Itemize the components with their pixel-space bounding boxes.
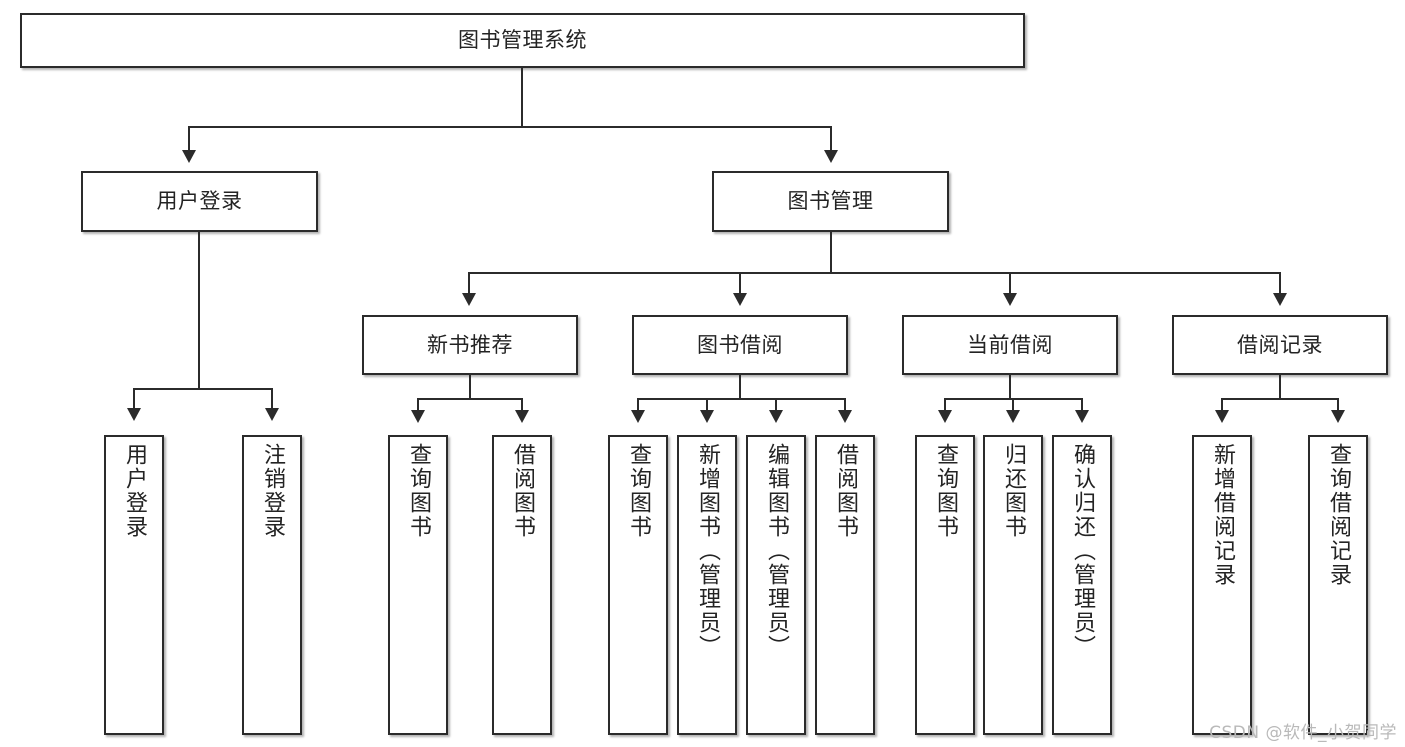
node-root[interactable]: 图书管理系统: [20, 13, 1025, 68]
node-current-borrow[interactable]: 当前借阅: [902, 315, 1118, 375]
arrowhead-bm-1: [462, 293, 476, 306]
leaf-bb-edit-book-label: 编辑图书（管理员）: [764, 443, 789, 659]
connector-root-to-user-login: [188, 126, 190, 153]
leaf-cb-return-book[interactable]: 归还图书: [983, 435, 1043, 735]
connector-ul-drop-2: [271, 388, 273, 410]
arrowhead-bb-3: [769, 410, 783, 423]
node-user-login[interactable]: 用户登录: [81, 171, 318, 232]
leaf-nb-borrow-book-label: 借阅图书: [510, 443, 535, 539]
watermark: CSDN @软件_小贺同学: [1209, 723, 1397, 743]
leaf-cb-return-book-label: 归还图书: [1001, 443, 1026, 539]
leaf-cb-query-book-label: 查询图书: [933, 443, 958, 539]
connector-bm-drop-2: [739, 272, 741, 295]
leaf-logout[interactable]: 注销登录: [242, 435, 302, 735]
leaf-bb-add-book[interactable]: 新增图书（管理员）: [677, 435, 737, 735]
connector-bb-drop-3: [775, 398, 777, 412]
leaf-br-query-record[interactable]: 查询借阅记录: [1308, 435, 1368, 735]
arrowhead-cb-3: [1075, 410, 1089, 423]
connector-bb-bus: [637, 398, 844, 400]
connector-bm-drop-3: [1009, 272, 1011, 295]
connector-br-bus: [1221, 398, 1338, 400]
arrowhead-cb-1: [938, 410, 952, 423]
connector-nb-drop-1: [417, 398, 419, 412]
connector-cb-drop-1: [944, 398, 946, 412]
leaf-user-login[interactable]: 用户登录: [104, 435, 164, 735]
arrowhead-book-manage: [824, 150, 838, 163]
connector-book-manage-stem: [830, 232, 832, 274]
arrowhead-cb-2: [1006, 410, 1020, 423]
arrowhead-bb-2: [700, 410, 714, 423]
arrowhead-bm-3: [1003, 293, 1017, 306]
connector-bb-drop-4: [844, 398, 846, 412]
connector-nb-drop-2: [521, 398, 523, 412]
leaf-nb-query-book-label: 查询图书: [406, 443, 431, 539]
arrowhead-br-2: [1331, 410, 1345, 423]
connector-bm-drop-4: [1279, 272, 1281, 295]
arrowhead-nb-1: [411, 410, 425, 423]
connector-bm-drop-1: [468, 272, 470, 295]
leaf-bb-query-book[interactable]: 查询图书: [608, 435, 668, 735]
leaf-bb-borrow-book[interactable]: 借阅图书: [815, 435, 875, 735]
leaf-user-login-label: 用户登录: [122, 443, 147, 539]
node-new-book-recommend-label: 新书推荐: [427, 332, 513, 357]
node-current-borrow-label: 当前借阅: [967, 332, 1053, 357]
leaf-bb-add-book-label: 新增图书（管理员）: [695, 443, 720, 659]
connector-root-to-book-manage: [830, 126, 832, 153]
connector-ul-drop-1: [133, 388, 135, 410]
connector-br-drop-1: [1221, 398, 1223, 412]
leaf-bb-borrow-book-label: 借阅图书: [833, 443, 858, 539]
connector-user-login-bus: [133, 388, 273, 390]
leaf-nb-query-book[interactable]: 查询图书: [388, 435, 448, 735]
leaf-cb-confirm-return-label: 确认归还（管理员）: [1070, 443, 1095, 659]
leaf-br-add-record[interactable]: 新增借阅记录: [1192, 435, 1252, 735]
connector-book-manage-bus: [468, 272, 1280, 274]
arrowhead-ul-1: [127, 408, 141, 421]
node-user-login-label: 用户登录: [156, 189, 243, 214]
connector-bb-drop-2: [706, 398, 708, 412]
connector-br-drop-2: [1337, 398, 1339, 412]
arrowhead-bm-4: [1273, 293, 1287, 306]
arrowhead-bb-4: [838, 410, 852, 423]
node-new-book-recommend[interactable]: 新书推荐: [362, 315, 578, 375]
arrowhead-nb-2: [515, 410, 529, 423]
connector-cb-drop-3: [1081, 398, 1083, 412]
node-book-borrow-label: 图书借阅: [697, 332, 783, 357]
connector-bb-drop-1: [637, 398, 639, 412]
arrowhead-br-1: [1215, 410, 1229, 423]
arrowhead-bm-2: [733, 293, 747, 306]
leaf-br-query-record-label: 查询借阅记录: [1326, 443, 1351, 587]
leaf-bb-edit-book[interactable]: 编辑图书（管理员）: [746, 435, 806, 735]
connector-bb-stem: [739, 375, 741, 400]
node-book-borrow[interactable]: 图书借阅: [632, 315, 848, 375]
node-borrow-record-label: 借阅记录: [1237, 332, 1323, 357]
node-book-manage[interactable]: 图书管理: [712, 171, 949, 232]
node-book-manage-label: 图书管理: [787, 189, 874, 214]
leaf-br-add-record-label: 新增借阅记录: [1210, 443, 1235, 587]
leaf-cb-confirm-return[interactable]: 确认归还（管理员）: [1052, 435, 1112, 735]
connector-nb-stem: [469, 375, 471, 400]
connector-root-stem: [521, 68, 523, 126]
connector-cb-stem: [1009, 375, 1011, 400]
arrowhead-bb-1: [631, 410, 645, 423]
node-root-label: 图书管理系统: [458, 28, 587, 53]
leaf-logout-label: 注销登录: [260, 443, 285, 539]
connector-cb-drop-2: [1012, 398, 1014, 412]
leaf-cb-query-book[interactable]: 查询图书: [915, 435, 975, 735]
connector-root-bus: [188, 126, 832, 128]
arrowhead-user-login: [182, 150, 196, 163]
leaf-bb-query-book-label: 查询图书: [626, 443, 651, 539]
arrowhead-ul-2: [265, 408, 279, 421]
node-borrow-record[interactable]: 借阅记录: [1172, 315, 1388, 375]
connector-br-stem: [1279, 375, 1281, 400]
leaf-nb-borrow-book[interactable]: 借阅图书: [492, 435, 552, 735]
connector-nb-bus: [417, 398, 523, 400]
connector-user-login-stem: [198, 232, 200, 390]
